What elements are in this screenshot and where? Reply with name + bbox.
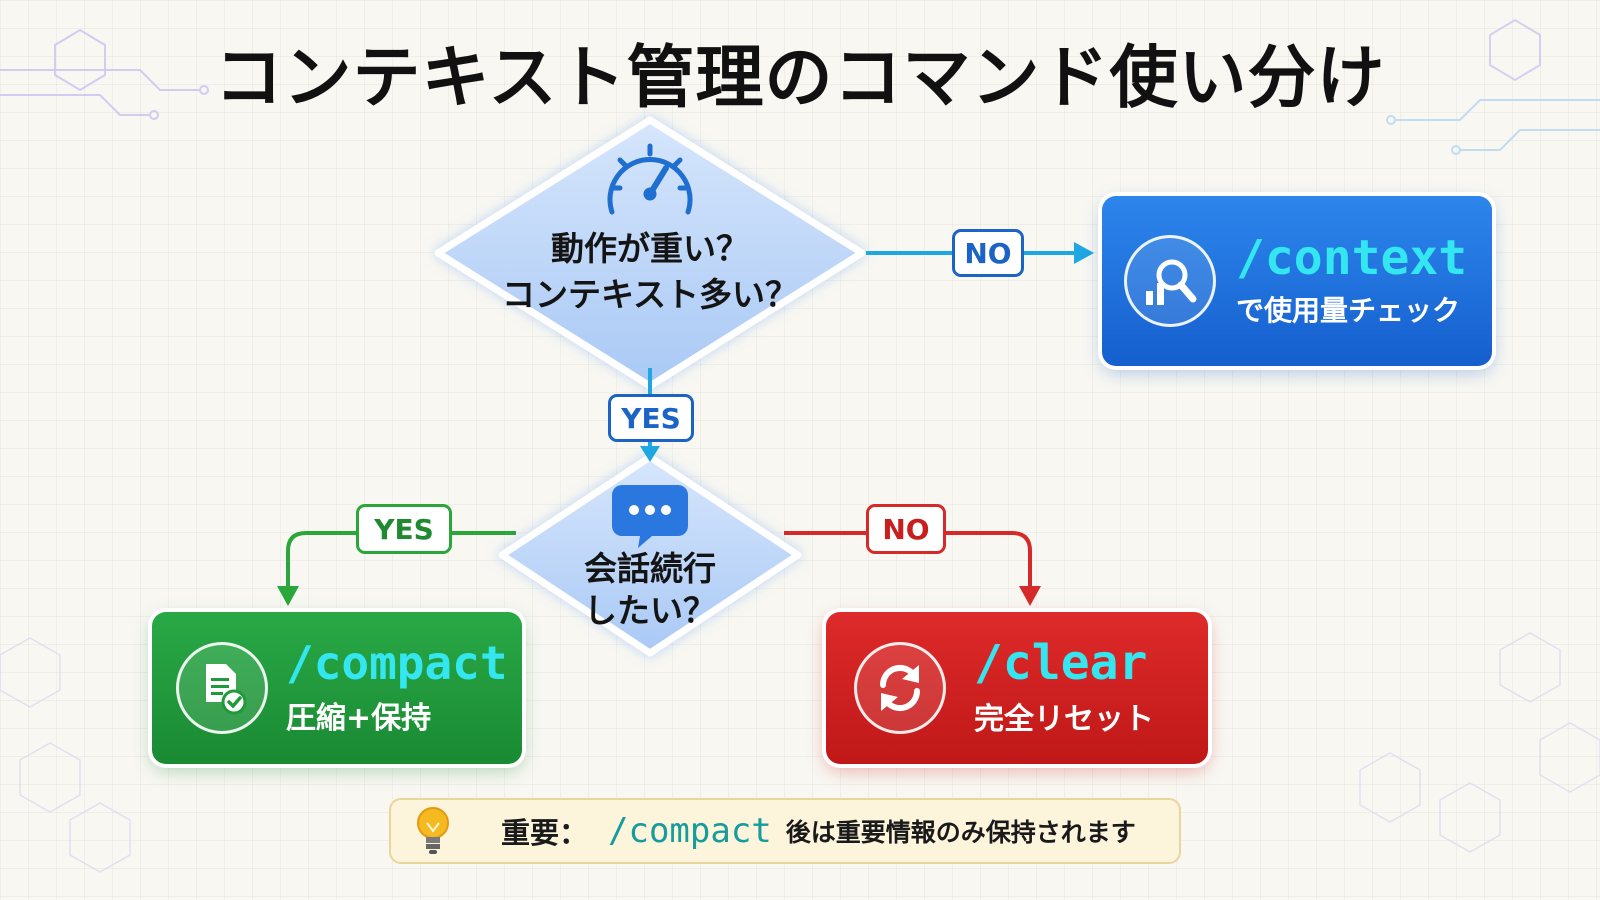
compact-command-box[interactable]: /compact 圧縮+保持 <box>152 612 522 764</box>
refresh-icon <box>854 642 946 734</box>
edge-label-d1-yes: YES <box>608 394 694 442</box>
clear-command-name: /clear <box>974 634 1148 691</box>
page-title: コンテキスト管理のコマンド使い分け <box>214 39 1386 118</box>
compact-command-desc: 圧縮+保持 <box>286 701 432 737</box>
note-label: 重要： <box>501 816 589 850</box>
connector-d2-no <box>784 531 1032 588</box>
context-command-box[interactable]: /context で使用量チェック <box>1102 196 1492 366</box>
clear-command-box[interactable]: /clear 完全リセット <box>826 612 1208 764</box>
arrowhead-to-context <box>1074 242 1094 264</box>
hexagon-decoration-bottom <box>0 632 1600 873</box>
important-note: 重要： /compact 後は重要情報のみ保持されます <box>389 798 1181 864</box>
decision-1-text: 動作が重い？ コンテキスト多い？ <box>480 226 820 318</box>
speedometer-icon <box>607 143 693 215</box>
context-command-name: /context <box>1236 229 1468 286</box>
arrowhead-to-compact <box>277 586 299 606</box>
clear-command-desc: 完全リセット <box>974 702 1154 738</box>
edge-label-d2-no: NO <box>866 504 946 554</box>
chat-bubble-icon <box>612 485 688 548</box>
compact-command-name: /compact <box>286 635 508 690</box>
decision-diamond-2 <box>498 453 802 657</box>
arrowhead-to-clear <box>1019 586 1041 606</box>
decision-2-line1: 会話続行 <box>584 549 716 588</box>
decision-2-text: 会話続行 したい？ <box>560 548 740 632</box>
magnifier-chart-icon <box>1124 235 1216 327</box>
decision-2-line2: したい？ <box>584 591 716 630</box>
arrowhead-to-decision-2 <box>640 446 660 462</box>
connector-d2-yes <box>286 531 516 588</box>
note-command: /compact <box>608 811 772 851</box>
decision-1-line2: コンテキスト多い？ <box>501 275 798 314</box>
edge-label-d1-no: NO <box>952 229 1024 277</box>
document-check-icon <box>176 642 268 734</box>
note-text: 後は重要情報のみ保持されます <box>785 818 1136 847</box>
lightbulb-icon <box>413 804 453 858</box>
circuit-decoration-right <box>1386 18 1600 155</box>
circuit-decoration-left <box>0 28 209 120</box>
decision-1-line1: 動作が重い？ <box>551 229 749 268</box>
edge-label-d2-yes: YES <box>356 504 452 554</box>
context-command-desc: で使用量チェック <box>1236 294 1461 328</box>
